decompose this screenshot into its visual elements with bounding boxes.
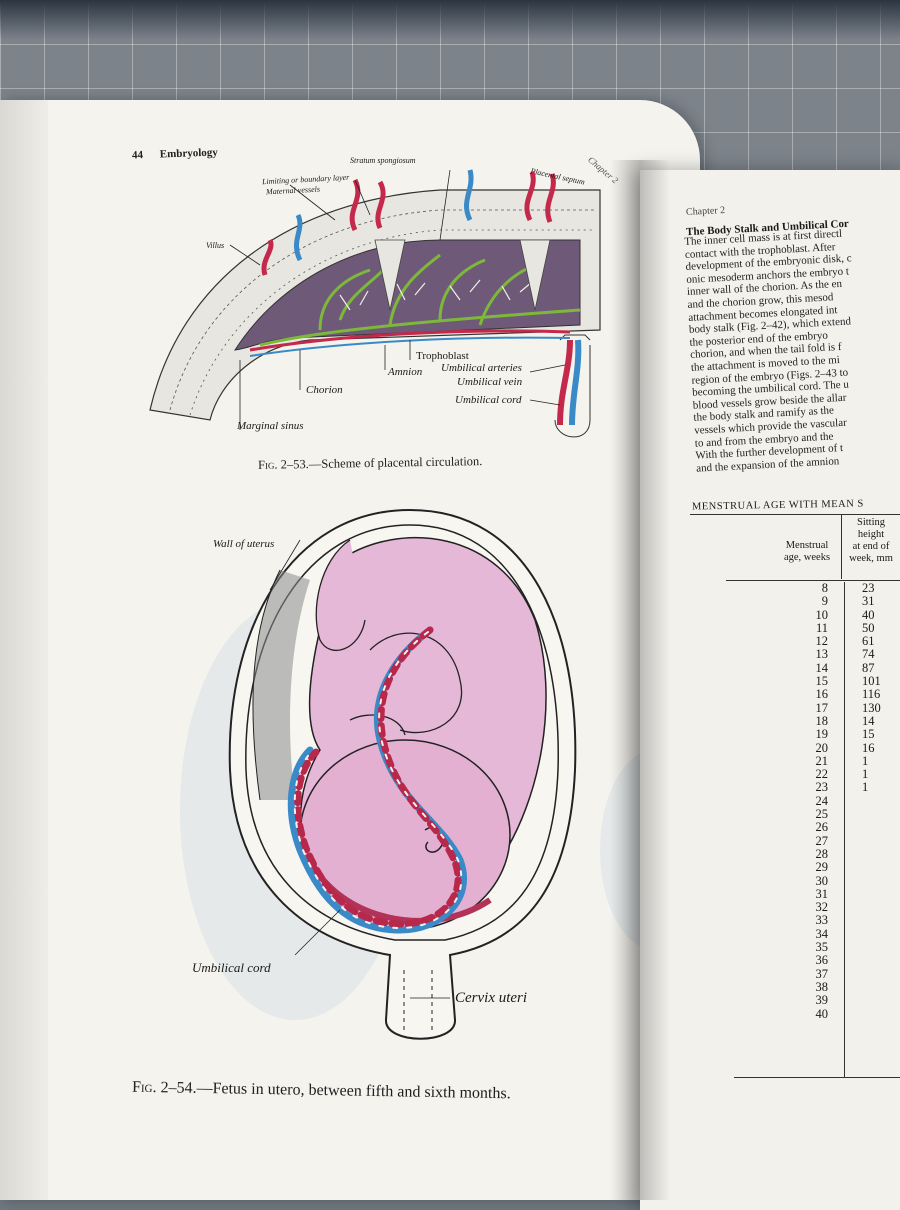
week-cell: 27 [815,833,829,848]
height-cell: 14 [862,713,875,728]
height-cell: 40 [862,607,875,622]
label-umbilical-arteries: Umbilical arteries [441,362,522,374]
label-amnion: Amnion [388,366,423,378]
col2-header-line: week, mm [849,553,893,564]
height-cell: 23 [862,582,875,595]
height-cell: 15 [862,727,875,742]
label-chorion: Chorion [306,384,343,396]
col2-header: Sitting height at end of week, mm [842,517,900,565]
week-cell: 34 [815,926,829,941]
height-cell: 130 [862,700,881,715]
body-text: The inner cell mass is at first directl … [684,222,900,475]
right-page [640,170,900,1210]
col2-header-line: Sitting [856,517,885,528]
week-cell: 37 [815,966,829,981]
height-cell: 101 [862,674,881,689]
table-col-divider [844,582,845,1077]
week-cell: 26 [815,820,829,835]
week-cell: 11 [815,620,828,635]
week-cell: 14 [815,660,829,675]
week-cell: 38 [815,979,829,994]
week-cell: 10 [815,607,829,622]
label-cervix-uteri: Cervix uteri [455,990,528,1006]
label-umbilical-cord-fig53: Umbilical cord [455,394,522,406]
week-cell: 16 [815,687,829,702]
week-cell: 17 [815,700,829,715]
week-cell: 36 [815,953,829,968]
col1-header: Menstrual age, weeks [774,540,840,564]
left-page-edge [0,100,48,1200]
week-cell: 32 [815,900,829,915]
height-cell: 16 [862,740,875,755]
week-cell: 19 [815,727,829,742]
week-cell: 28 [815,846,829,861]
height-cell: 87 [862,660,875,675]
week-cell: 33 [815,913,829,928]
week-cell: 40 [815,1006,829,1021]
week-cell: 15 [815,674,829,689]
week-cell: 29 [815,860,829,875]
col2-header-line: height [857,529,885,540]
table-col-divider-head [841,515,842,579]
week-cell: 18 [815,713,829,728]
week-cell: 12 [815,634,829,649]
height-cell: 31 [862,594,875,609]
col1-header-line: Menstrual [785,540,829,551]
height-cell: 61 [862,634,875,649]
height-cell: 1 [862,767,869,782]
height-cell: 74 [862,647,875,662]
week-cell: 8 [821,581,828,595]
mat-top-shadow [0,0,900,40]
figure-53-text: —Scheme of placental circulation. [308,454,483,472]
week-cell: 20 [815,740,829,755]
week-cell: 13 [815,647,829,662]
running-head-title: Embryology [159,146,218,161]
week-cell: 30 [815,873,829,888]
label-villus: Villus [206,241,225,250]
week-cell: 23 [815,780,829,795]
table-rule-head [726,580,900,581]
figure-53-number: Fig. 2–53. [257,457,309,472]
label-wall-of-uterus: Wall of uterus [213,538,275,550]
height-cell: 50 [862,620,875,635]
week-cell: 9 [821,594,828,609]
col2-header-line: at end of [852,541,890,552]
week-cell: 24 [815,793,829,808]
week-cell: 31 [815,886,829,901]
week-cell: 22 [815,767,829,782]
week-cell: 25 [815,807,829,822]
week-cell: 21 [815,753,829,768]
right-page-chapter: Chapter 2 [685,204,726,219]
label-umbilical-cord-fig54: Umbilical cord [192,960,271,975]
table-rule-bottom [734,1077,900,1078]
height-cell: 116 [862,687,881,702]
height-cell: 1 [862,780,869,795]
week-cell: 39 [815,993,829,1008]
week-cell: 35 [815,940,829,955]
fetus-in-utero-illustration [228,508,577,1040]
book-gutter-shadow [610,160,670,1200]
label-marginal-sinus: Marginal sinus [237,420,304,432]
placenta-diagram [149,169,601,438]
col1-header-line: age, weeks [783,552,831,563]
label-stratum-spongiosum: Stratum spongiosum [350,156,416,165]
table-rule-top [690,514,900,515]
height-cell: 1 [862,753,869,768]
label-trophoblast: Trophoblast [416,350,469,362]
label-umbilical-vein: Umbilical vein [457,376,523,388]
figure-54-number: Fig. 2–54. [131,1078,197,1097]
